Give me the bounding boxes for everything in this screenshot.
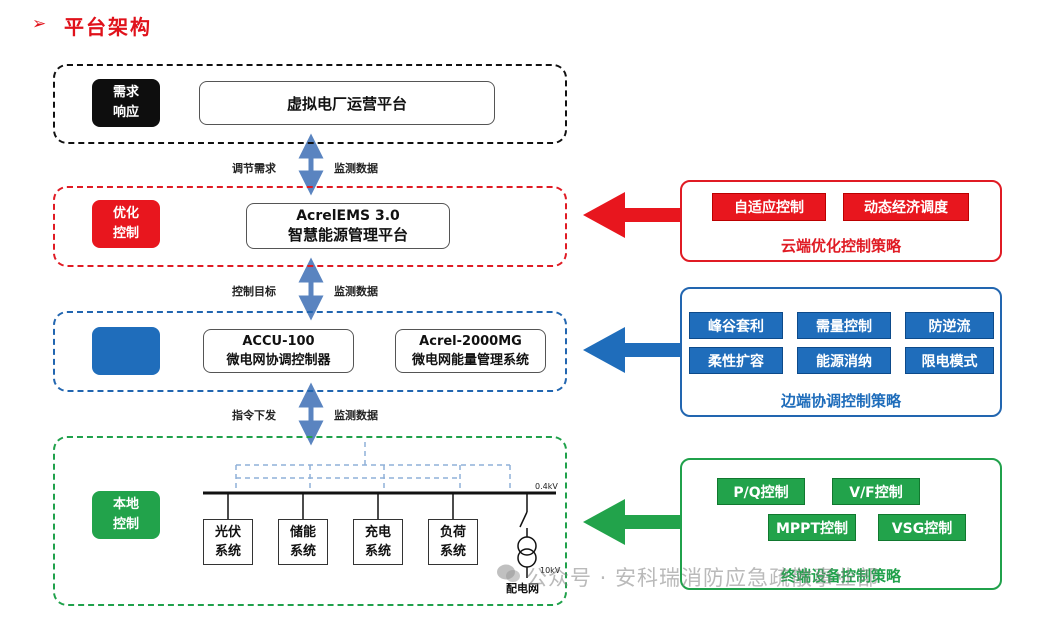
device-pv: 光伏 系统 — [203, 519, 253, 565]
accu-model: ACCU-100 — [242, 334, 315, 349]
link-2-left-label: 控制目标 — [232, 285, 276, 298]
link-3-right-label: 监测数据 — [334, 409, 378, 422]
accu-controller-box: ACCU-100 微电网协调控制器 — [203, 329, 354, 373]
voltage-high-label: 10kV — [540, 566, 561, 575]
tier-coordination — [53, 311, 567, 392]
wechat-icon — [497, 564, 520, 582]
cloud-strategy-caption: 云端优化控制策略 — [780, 237, 901, 255]
edge-arrow — [583, 327, 682, 373]
edge-chip-arbitrage: 峰谷套利 — [689, 312, 783, 339]
cloud-chip-dispatch: 动态经济调度 — [843, 193, 969, 221]
acrelems-platform-box: AcrelEMS 3.0 智慧能源管理平台 — [246, 203, 450, 249]
edge-strategy-caption: 边端协调控制策略 — [780, 392, 901, 410]
terminal-strategy-caption: 终端设备控制策略 — [780, 567, 901, 585]
device-storage: 储能 系统 — [278, 519, 328, 565]
tier-local — [53, 436, 567, 606]
voltage-low-label: 0.4kV — [535, 482, 558, 491]
terminal-chip-vf: V/F控制 — [832, 478, 920, 505]
terminal-chip-mppt: MPPT控制 — [768, 514, 856, 541]
tier-demand-response — [53, 64, 567, 144]
terminal-chip-vsg: VSG控制 — [878, 514, 966, 541]
transformer-icon — [517, 536, 537, 578]
badge-local: 本地 控制 — [92, 491, 160, 539]
device-charging: 充电 系统 — [353, 519, 403, 565]
device-load: 负荷 系统 — [428, 519, 478, 565]
link-1-right-label: 监测数据 — [334, 162, 378, 175]
link-1-left-label: 调节需求 — [232, 162, 276, 175]
header-bullet-icon: ➢ — [32, 14, 47, 34]
vpp-platform-box: 虚拟电厂运营平台 — [199, 81, 495, 125]
watermark-text: 公众号 · 安科瑞消防应急疏散事业部 — [526, 566, 880, 590]
page-title: 平台架构 — [64, 15, 152, 39]
device-drops — [227, 493, 528, 537]
cloud-chip-adaptive: 自适应控制 — [712, 193, 826, 221]
edge-chip-expansion: 柔性扩容 — [689, 347, 783, 374]
terminal-chip-pq: P/Q控制 — [717, 478, 805, 505]
acrel2000mg-name: 微电网能量管理系统 — [411, 353, 529, 368]
link-3-left-label: 指令下发 — [232, 409, 276, 422]
accu-name: 微电网协调控制器 — [226, 353, 331, 368]
edge-chip-antireverse: 防逆流 — [905, 312, 994, 339]
edge-chip-curtail: 限电模式 — [905, 347, 994, 374]
vpp-platform-label: 虚拟电厂运营平台 — [286, 94, 407, 113]
badge-optimization: 优化 控制 — [92, 200, 160, 248]
link-2-right-label: 监测数据 — [334, 285, 378, 298]
comm-lines — [235, 442, 511, 493]
acrel2000mg-box: Acrel-2000MG 微电网能量管理系统 — [395, 329, 546, 373]
acrelems-name: 智慧能源管理平台 — [287, 225, 408, 244]
acrel2000mg-model: Acrel-2000MG — [419, 334, 522, 349]
edge-chip-demand: 需量控制 — [797, 312, 891, 339]
badge-demand-response: 需求 响应 — [92, 79, 160, 127]
grid-label: 配电网 — [506, 582, 539, 595]
cloud-arrow — [583, 192, 682, 238]
tier-optimization — [53, 186, 567, 267]
badge-coordination — [92, 327, 160, 375]
terminal-arrow — [583, 499, 682, 545]
acrelems-version: AcrelEMS 3.0 — [296, 207, 400, 224]
edge-chip-consumption: 能源消纳 — [797, 347, 891, 374]
